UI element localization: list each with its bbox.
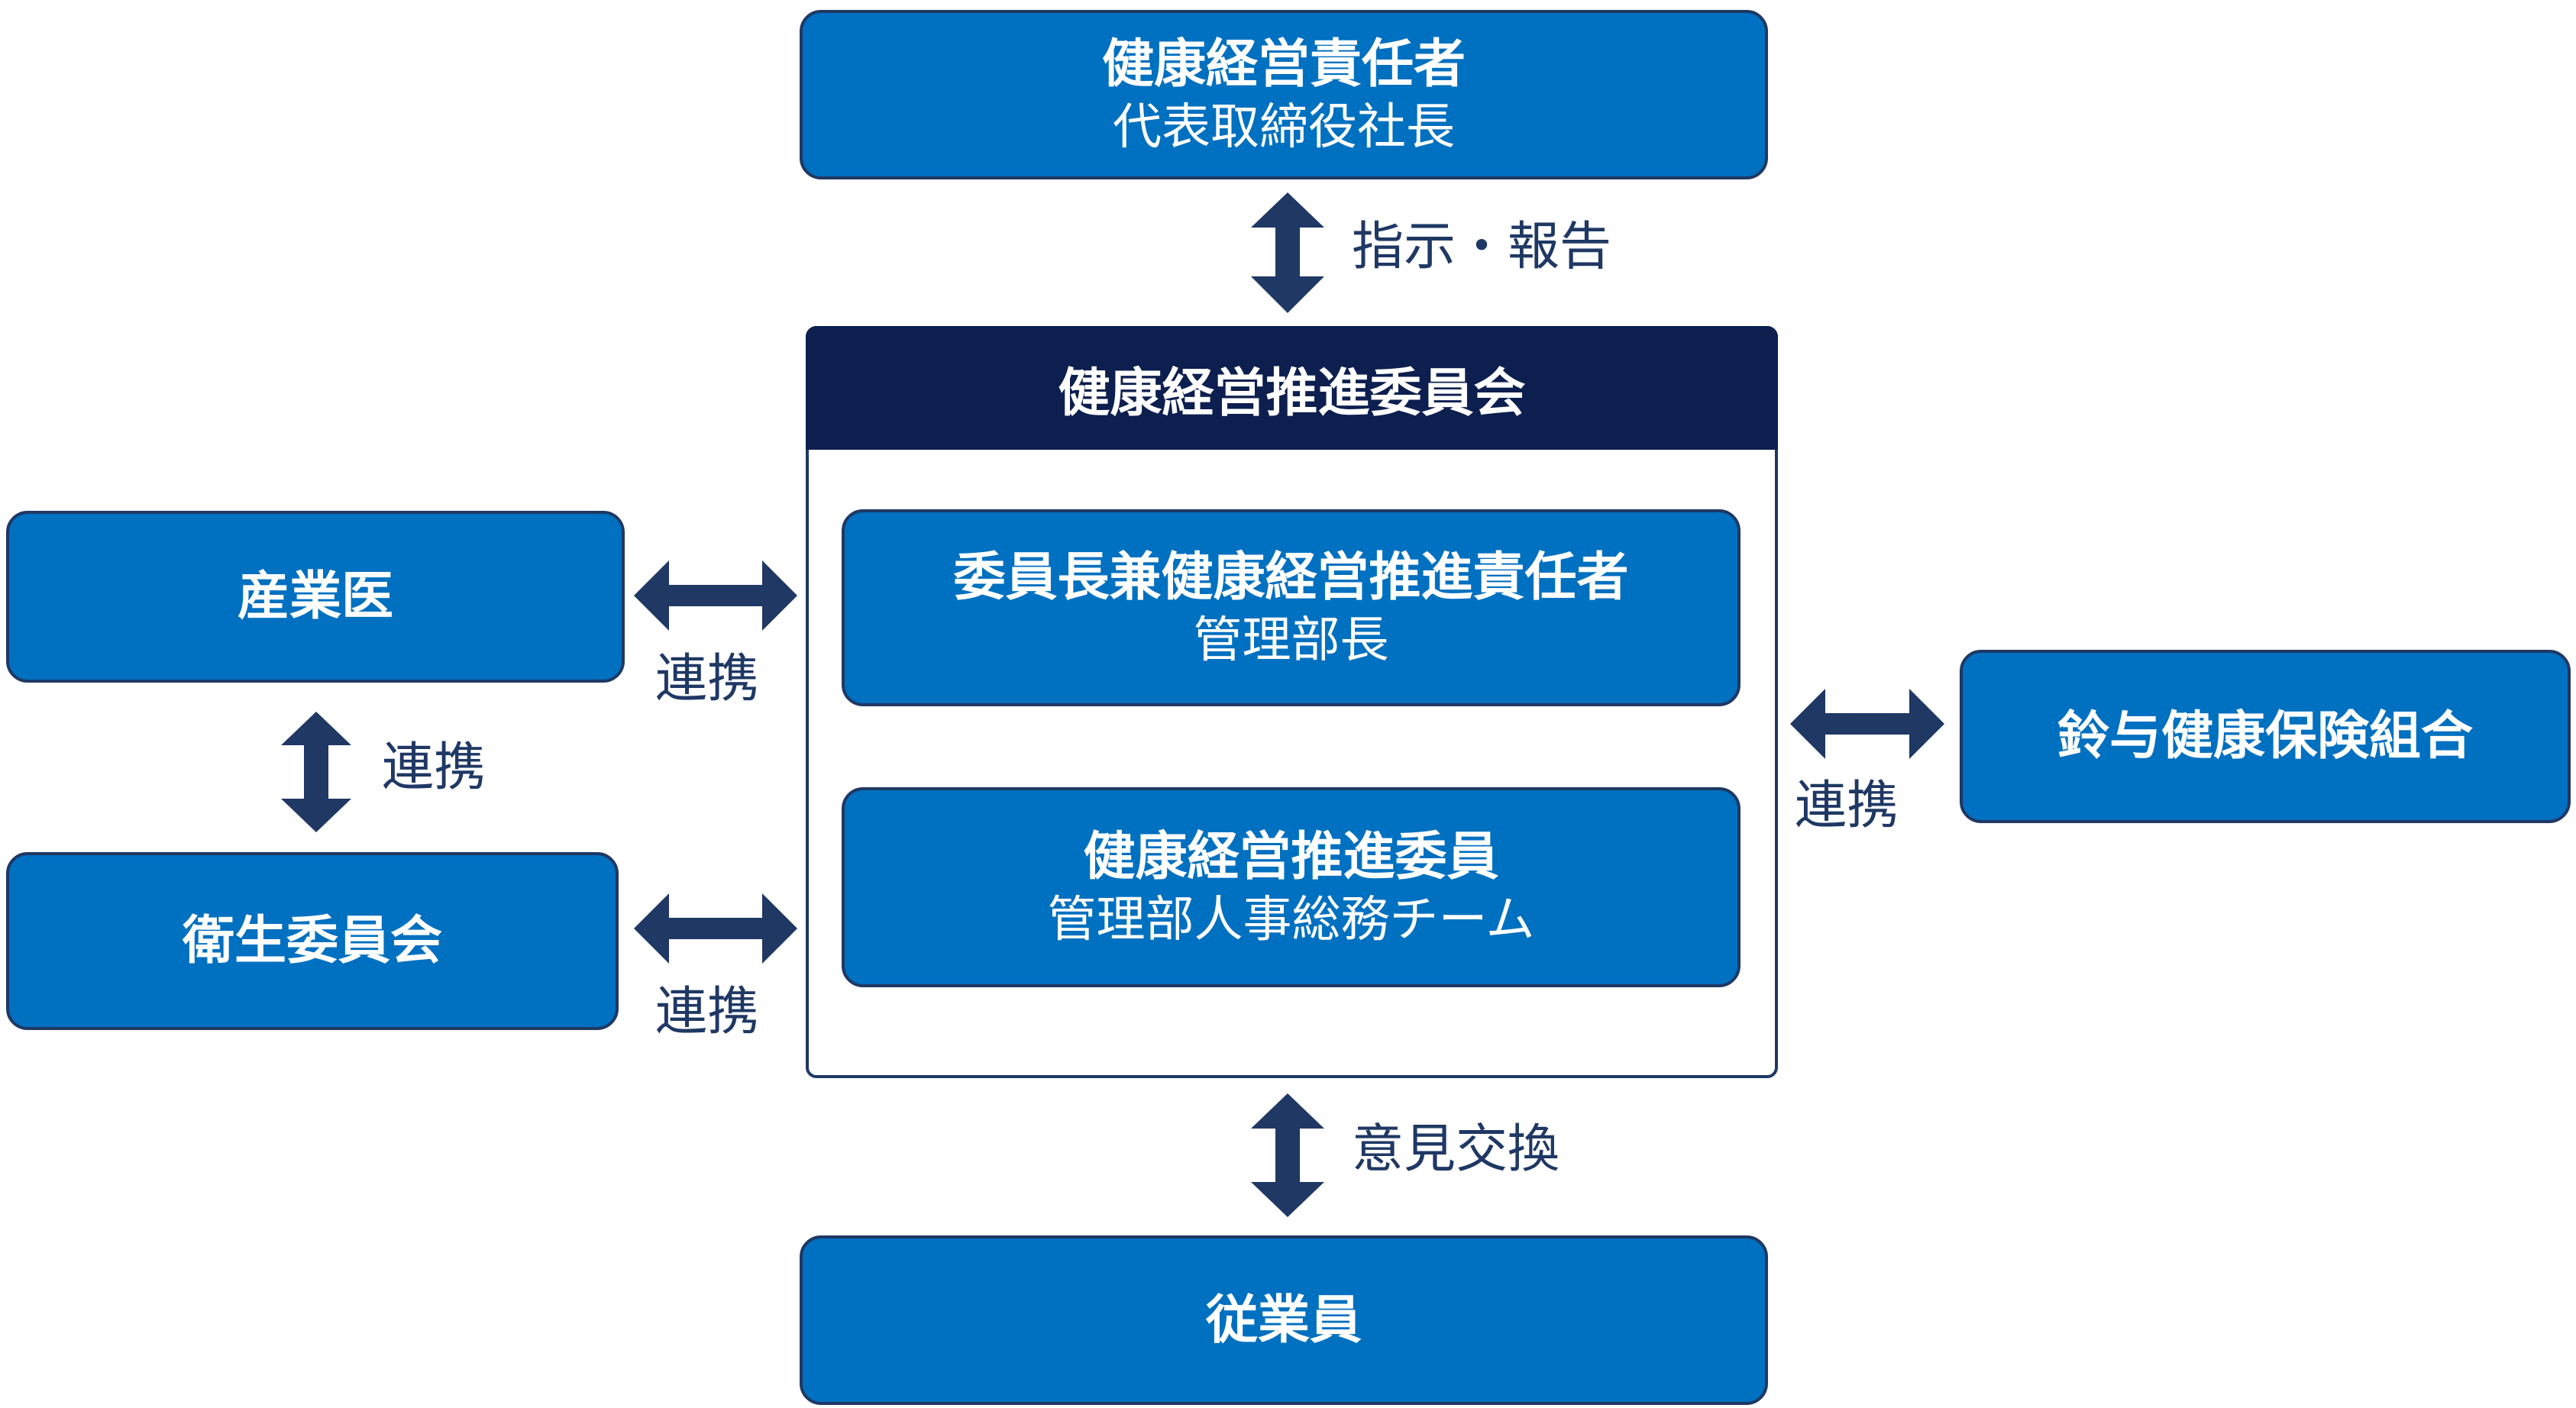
health-management-officer-box: 健康経営責任者 代表取締役社長 — [800, 10, 1768, 179]
health-insurance-union-title: 鈴与健康保険組合 — [2057, 706, 2473, 767]
bottom-link-label: 意見交換 — [1352, 1119, 1560, 1180]
health-management-officer-title: 健康経営責任者 — [1101, 34, 1466, 95]
committee-member-title: 健康経営推進委員 — [1083, 826, 1499, 887]
committee-chair-title: 委員長兼健康経営推進責任者 — [953, 547, 1629, 608]
employees-title: 従業員 — [1205, 1290, 1362, 1351]
committee-member-subtitle: 管理部人事総務チーム — [1047, 891, 1535, 948]
committee-chair-box: 委員長兼健康経営推進責任者 管理部長 — [842, 509, 1740, 706]
health-insurance-union-box: 鈴与健康保険組合 — [1960, 650, 2571, 823]
left-top-double-arrow — [634, 560, 797, 631]
left-vertical-link-label: 連携 — [382, 738, 486, 798]
health-committee-box: 衛生委員会 — [6, 852, 619, 1030]
committee-header: 健康経営推進委員会 — [806, 326, 1778, 450]
bottom-double-arrow — [1251, 1093, 1324, 1217]
top-double-arrow — [1251, 192, 1324, 313]
industrial-physician-title: 産業医 — [237, 567, 393, 627]
committee-chair-subtitle: 管理部長 — [1193, 612, 1389, 669]
left-top-link-label: 連携 — [655, 649, 760, 709]
right-double-arrow — [1790, 689, 1944, 759]
employees-box: 従業員 — [800, 1235, 1768, 1405]
left-bottom-double-arrow — [634, 893, 797, 964]
industrial-physician-box: 産業医 — [6, 511, 625, 683]
left-bottom-link-label: 連携 — [655, 982, 760, 1042]
committee-member-box: 健康経営推進委員 管理部人事総務チーム — [842, 787, 1740, 987]
left-vertical-double-arrow — [281, 712, 351, 832]
health-committee-title: 衛生委員会 — [182, 911, 442, 971]
right-link-label: 連携 — [1795, 776, 1899, 836]
health-management-officer-subtitle: 代表取締役社長 — [1113, 98, 1455, 156]
top-link-label: 指示・報告 — [1352, 217, 1612, 277]
